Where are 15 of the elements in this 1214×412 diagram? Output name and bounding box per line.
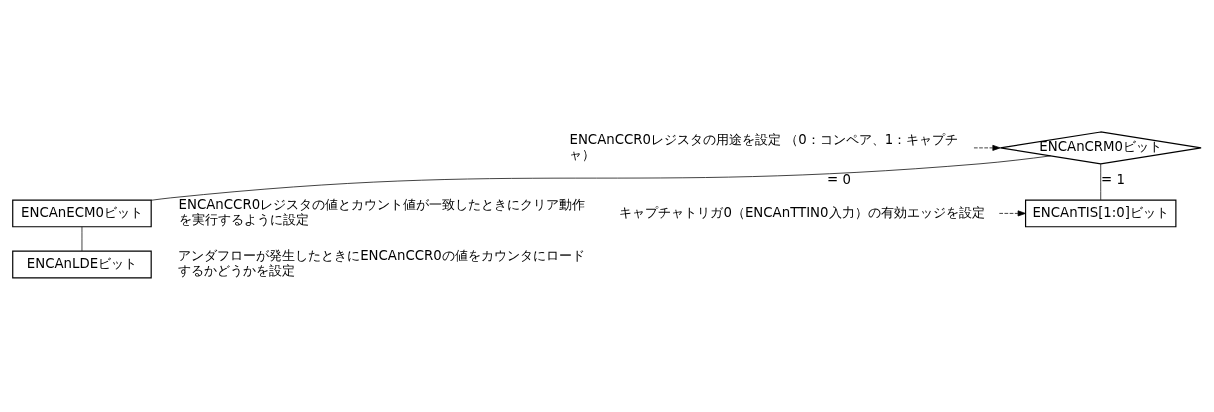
edge-label: = 1	[1101, 172, 1125, 188]
node-text: キャプチャトリガ0（ENCAnTTIN0入力）の有効エッジを設定	[619, 204, 985, 220]
arrow	[973, 144, 1001, 151]
node-label: アンダフローが発生したときにENCAnCCR0の値をカウンタにロードするかどうかを設定	[178, 248, 585, 279]
node-box: ENCAnTIS[1:0]ビット	[1025, 199, 1177, 228]
arrow	[998, 210, 1026, 217]
node-label: ENCAnCCR0レジスタの値とカウント値が一致したときにクリア動作を実行するように設定	[178, 197, 586, 228]
connector	[1100, 163, 1102, 201]
connector	[150, 155, 1051, 201]
edge-label: = 0	[827, 172, 851, 188]
node-box: ENCAnLDEビット	[12, 250, 152, 279]
node-diamond: ENCAnCRM0ビット	[999, 131, 1202, 165]
node-text: ENCAnCCR0レジスタの用途を設定 （0：コンペア、1：キャプチャ）	[569, 131, 959, 162]
connector	[81, 226, 83, 252]
node-box: ENCAnECM0ビット	[12, 199, 152, 228]
